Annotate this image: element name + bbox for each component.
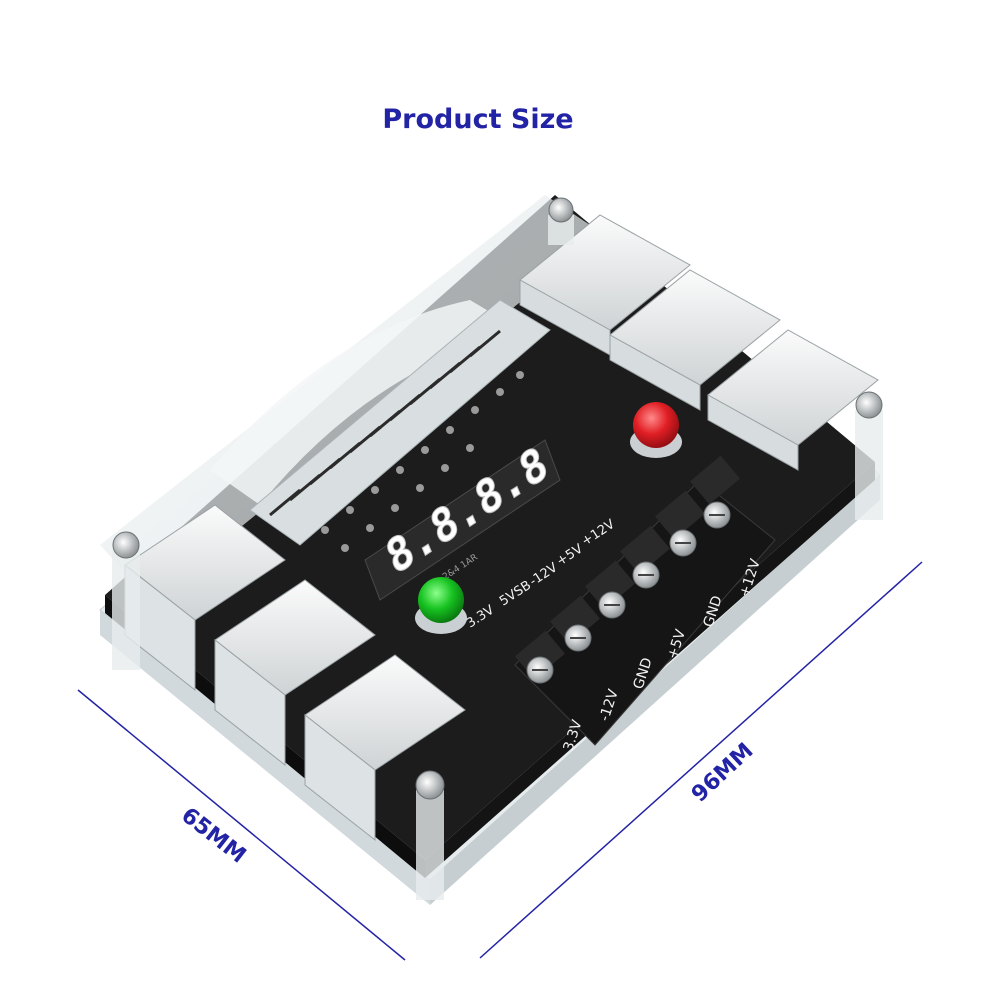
- green-power-button: [415, 577, 467, 634]
- usb-port: [304, 654, 466, 842]
- width-dimension-label: 65MM: [176, 803, 250, 869]
- red-reset-button: [630, 402, 682, 458]
- screw-right: [855, 391, 883, 520]
- usb-port: [609, 269, 781, 411]
- corner-screws: [112, 197, 883, 900]
- usb-port: [214, 579, 376, 767]
- usb-port: [707, 329, 879, 471]
- screw-terminal-block: 3.3V -12V GND +5V GND +12V: [514, 455, 776, 753]
- screw-top: [548, 197, 574, 245]
- product-size-title: Product Size: [382, 104, 574, 135]
- atx-24pin-connector: [249, 299, 551, 546]
- usb-ports-rear: [519, 214, 879, 471]
- length-dimension-label: 96MM: [687, 738, 758, 807]
- screw-front: [415, 770, 445, 900]
- pin-headers: [321, 371, 524, 552]
- screw-left: [112, 531, 140, 670]
